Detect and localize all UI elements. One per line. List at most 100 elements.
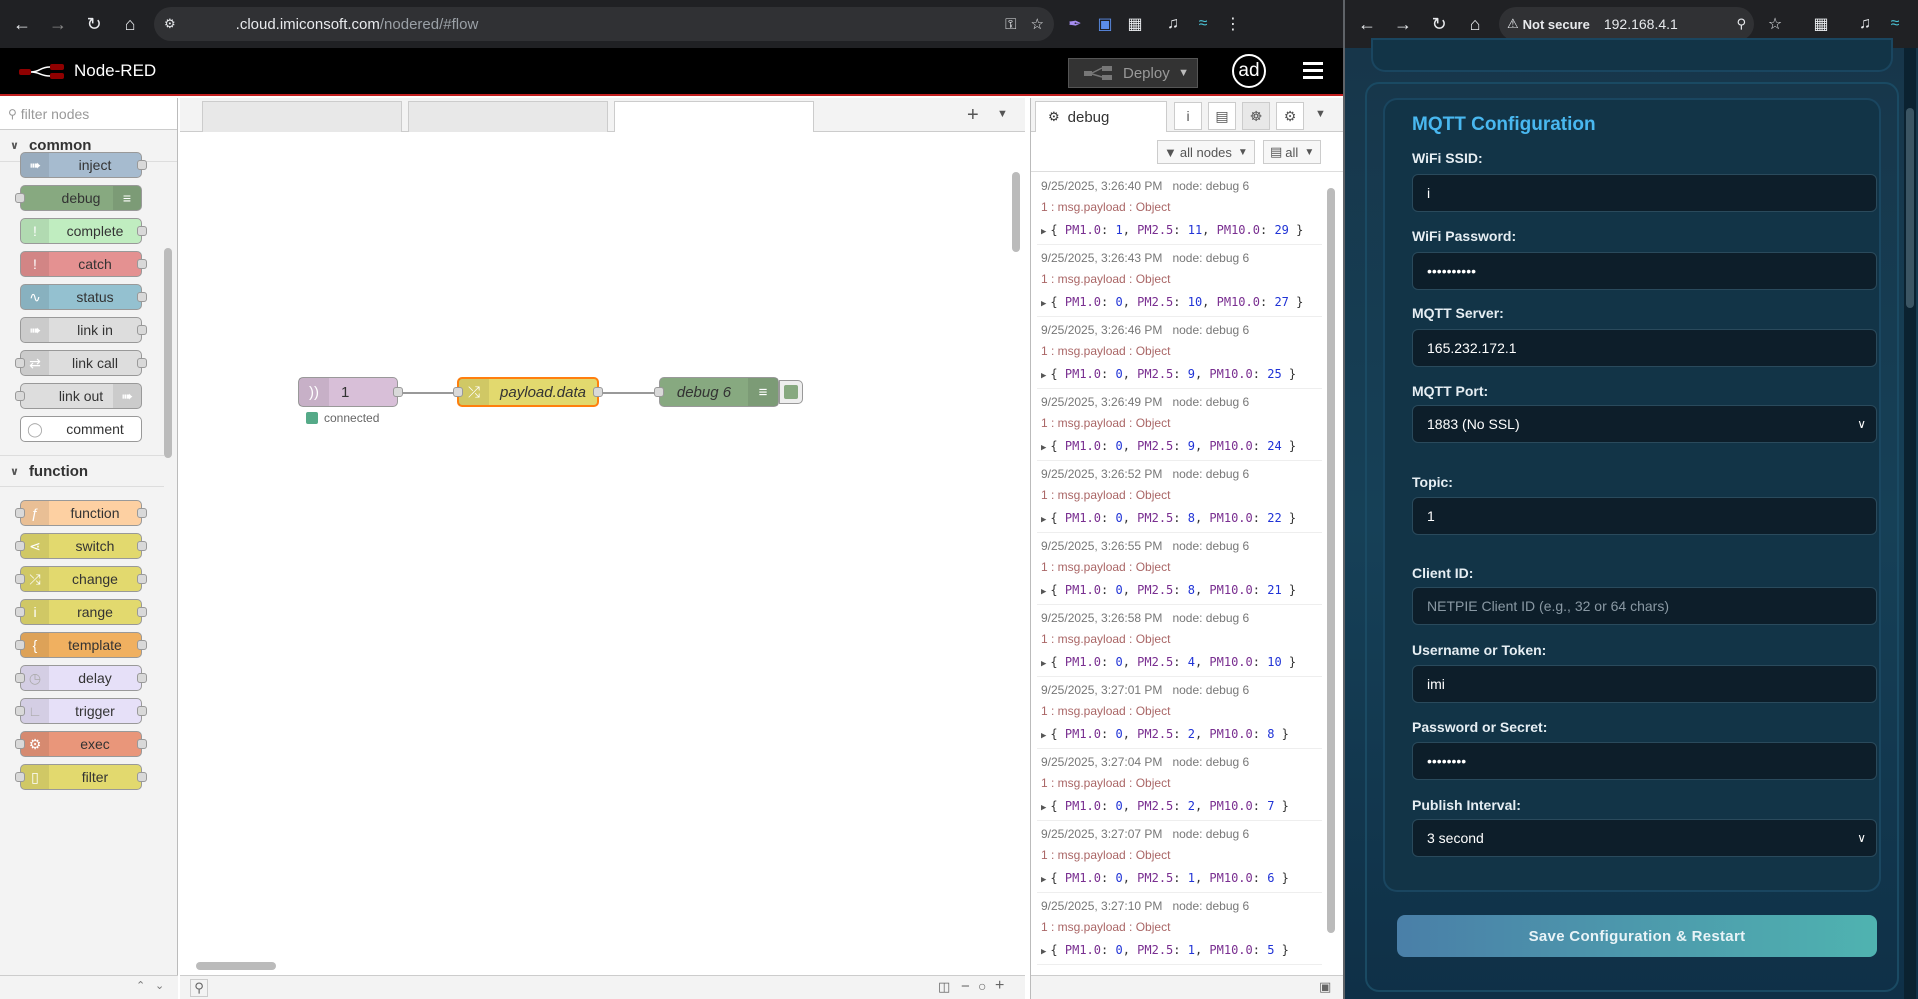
collapse-all-icon[interactable]: ⌃ — [136, 980, 146, 992]
mqtt-server-input[interactable]: 165.232.172.1 — [1412, 329, 1877, 367]
input-port[interactable] — [453, 387, 463, 397]
zoom-reset-icon[interactable]: ○ — [978, 978, 987, 994]
extensions-puzzle-icon[interactable]: ▦ — [1127, 16, 1143, 33]
extension-pen-icon[interactable]: ✒ — [1068, 16, 1082, 33]
bookmark-star-icon[interactable]: ☆ — [1030, 16, 1044, 33]
zoom-magnifier-icon[interactable]: ⚲ — [1736, 16, 1746, 31]
main-menu-icon[interactable] — [1303, 62, 1323, 80]
canvas-horizontal-scrollbar[interactable] — [196, 962, 276, 970]
flow-node-mqtt-in[interactable]: )) 1 — [298, 377, 403, 407]
message-payload[interactable]: ▶{ PM1.0: 0, PM2.5: 10, PM10.0: 27 } — [1041, 295, 1304, 309]
debug-toggle-button[interactable] — [779, 380, 803, 404]
expand-arrow-icon[interactable]: ▶ — [1041, 299, 1047, 309]
palette-node-complete[interactable]: !complete — [20, 218, 147, 244]
palette-node-change[interactable]: ⤮change — [15, 566, 147, 592]
expand-arrow-icon[interactable]: ▶ — [1041, 227, 1047, 237]
flow-tab[interactable] — [202, 101, 402, 132]
user-avatar[interactable]: ad — [1232, 54, 1266, 88]
home-icon[interactable]: ⌂ — [124, 13, 136, 34]
palette-search-input[interactable]: ⚲ filter nodes — [0, 98, 177, 130]
message-payload[interactable]: ▶{ PM1.0: 0, PM2.5: 1, PM10.0: 5 } — [1041, 943, 1289, 957]
back-icon[interactable]: ← — [13, 13, 31, 34]
wifi-ssid-input[interactable]: i — [1412, 174, 1877, 212]
expand-arrow-icon[interactable]: ▶ — [1041, 515, 1047, 525]
expand-all-icon[interactable]: ⌄ — [155, 980, 165, 992]
debug-scrollbar[interactable] — [1327, 188, 1335, 933]
sidebar-menu-chevron-icon[interactable]: ▼ — [1315, 108, 1326, 120]
palette-node-status[interactable]: ∿status — [20, 284, 147, 310]
help-book-icon[interactable]: ▤ — [1208, 102, 1236, 130]
expand-arrow-icon[interactable]: ▶ — [1041, 371, 1047, 381]
palette-node-catch[interactable]: !catch — [20, 251, 147, 277]
page-scrollbar[interactable] — [1904, 48, 1916, 999]
extension-wave-icon[interactable]: ≈ — [1198, 15, 1208, 32]
expand-arrow-icon[interactable]: ▶ — [1041, 947, 1047, 957]
media-control-icon[interactable]: ♫ — [1167, 15, 1179, 32]
extension-doc-icon[interactable]: ▣ — [1097, 16, 1113, 33]
extensions-puzzle-icon[interactable]: ▦ — [1813, 16, 1829, 33]
expand-arrow-icon[interactable]: ▶ — [1041, 803, 1047, 813]
palette-node-link-in[interactable]: ➠link in — [20, 317, 147, 343]
expand-arrow-icon[interactable]: ▶ — [1041, 875, 1047, 885]
palette-node-debug[interactable]: debug≡ — [15, 185, 142, 211]
site-settings-icon[interactable]: ⚙ — [164, 16, 176, 31]
bookmark-star-icon[interactable]: ☆ — [1767, 16, 1783, 33]
deploy-button[interactable]: Deploy ▼ — [1068, 58, 1198, 88]
expand-arrow-icon[interactable]: ▶ — [1041, 731, 1047, 741]
message-payload[interactable]: ▶{ PM1.0: 0, PM2.5: 9, PM10.0: 24 } — [1041, 439, 1297, 453]
flow-node-debug[interactable]: debug 6 ≡ — [654, 377, 779, 407]
flow-tab-active[interactable] — [614, 101, 814, 133]
palette-node-switch[interactable]: ⋖switch — [15, 533, 147, 559]
message-payload[interactable]: ▶{ PM1.0: 0, PM2.5: 1, PM10.0: 6 } — [1041, 871, 1289, 885]
output-port[interactable] — [393, 387, 403, 397]
username-input[interactable]: imi — [1412, 665, 1877, 703]
palette-node-link-out[interactable]: link out➠ — [15, 383, 142, 409]
search-flows-icon[interactable]: ⚲ — [190, 979, 208, 997]
message-payload[interactable]: ▶{ PM1.0: 0, PM2.5: 8, PM10.0: 22 } — [1041, 511, 1297, 525]
forward-icon[interactable]: → — [49, 13, 67, 34]
message-payload[interactable]: ▶{ PM1.0: 0, PM2.5: 9, PM10.0: 25 } — [1041, 367, 1297, 381]
detach-sidebar-icon[interactable]: ▣ — [1319, 979, 1332, 994]
flow-tab[interactable] — [408, 101, 608, 132]
password-input[interactable]: •••••••• — [1412, 742, 1877, 780]
message-payload[interactable]: ▶{ PM1.0: 0, PM2.5: 2, PM10.0: 8 } — [1041, 727, 1289, 741]
palette-node-template[interactable]: {template — [15, 632, 147, 658]
palette-category-function[interactable]: ∨function — [0, 455, 164, 487]
flow-list-icon[interactable]: ▼ — [997, 108, 1008, 120]
media-control-icon[interactable]: ♫ — [1859, 15, 1871, 32]
debug-bug-icon[interactable]: ☸ — [1242, 102, 1270, 130]
tab-debug[interactable]: ⚙debug — [1035, 101, 1167, 132]
palette-node-delay[interactable]: ◷delay — [15, 665, 147, 691]
reload-icon[interactable]: ↻ — [1431, 13, 1447, 34]
filter-nodes-button[interactable]: ▼all nodes▼ — [1157, 140, 1255, 164]
message-payload[interactable]: ▶{ PM1.0: 1, PM2.5: 11, PM10.0: 29 } — [1041, 223, 1304, 237]
palette-node-inject[interactable]: ➠inject — [20, 152, 147, 178]
canvas-vertical-scrollbar[interactable] — [1012, 172, 1020, 252]
flow-canvas[interactable]: )) 1 connected ⤮ payload.data debug 6 ≡ — [180, 132, 1025, 975]
forward-icon[interactable]: → — [1394, 13, 1412, 34]
palette-node-comment[interactable]: ◯comment — [20, 416, 142, 442]
topic-input[interactable]: 1 — [1412, 497, 1877, 535]
message-payload[interactable]: ▶{ PM1.0: 0, PM2.5: 2, PM10.0: 7 } — [1041, 799, 1289, 813]
mqtt-port-select[interactable]: 1883 (No SSL)∨ — [1412, 405, 1877, 443]
home-icon[interactable]: ⌂ — [1469, 13, 1481, 34]
address-bar[interactable]: ⚠ Not secure 192.168.4.1 ⚲ — [1499, 7, 1754, 41]
password-key-icon[interactable]: ⚿ — [1005, 15, 1017, 33]
palette-node-exec[interactable]: ⚙exec — [15, 731, 147, 757]
reload-icon[interactable]: ↻ — [86, 13, 102, 34]
output-port[interactable] — [593, 387, 603, 397]
config-gear-icon[interactable]: ⚙ — [1276, 102, 1304, 130]
flow-node-change[interactable]: ⤮ payload.data — [453, 377, 603, 407]
